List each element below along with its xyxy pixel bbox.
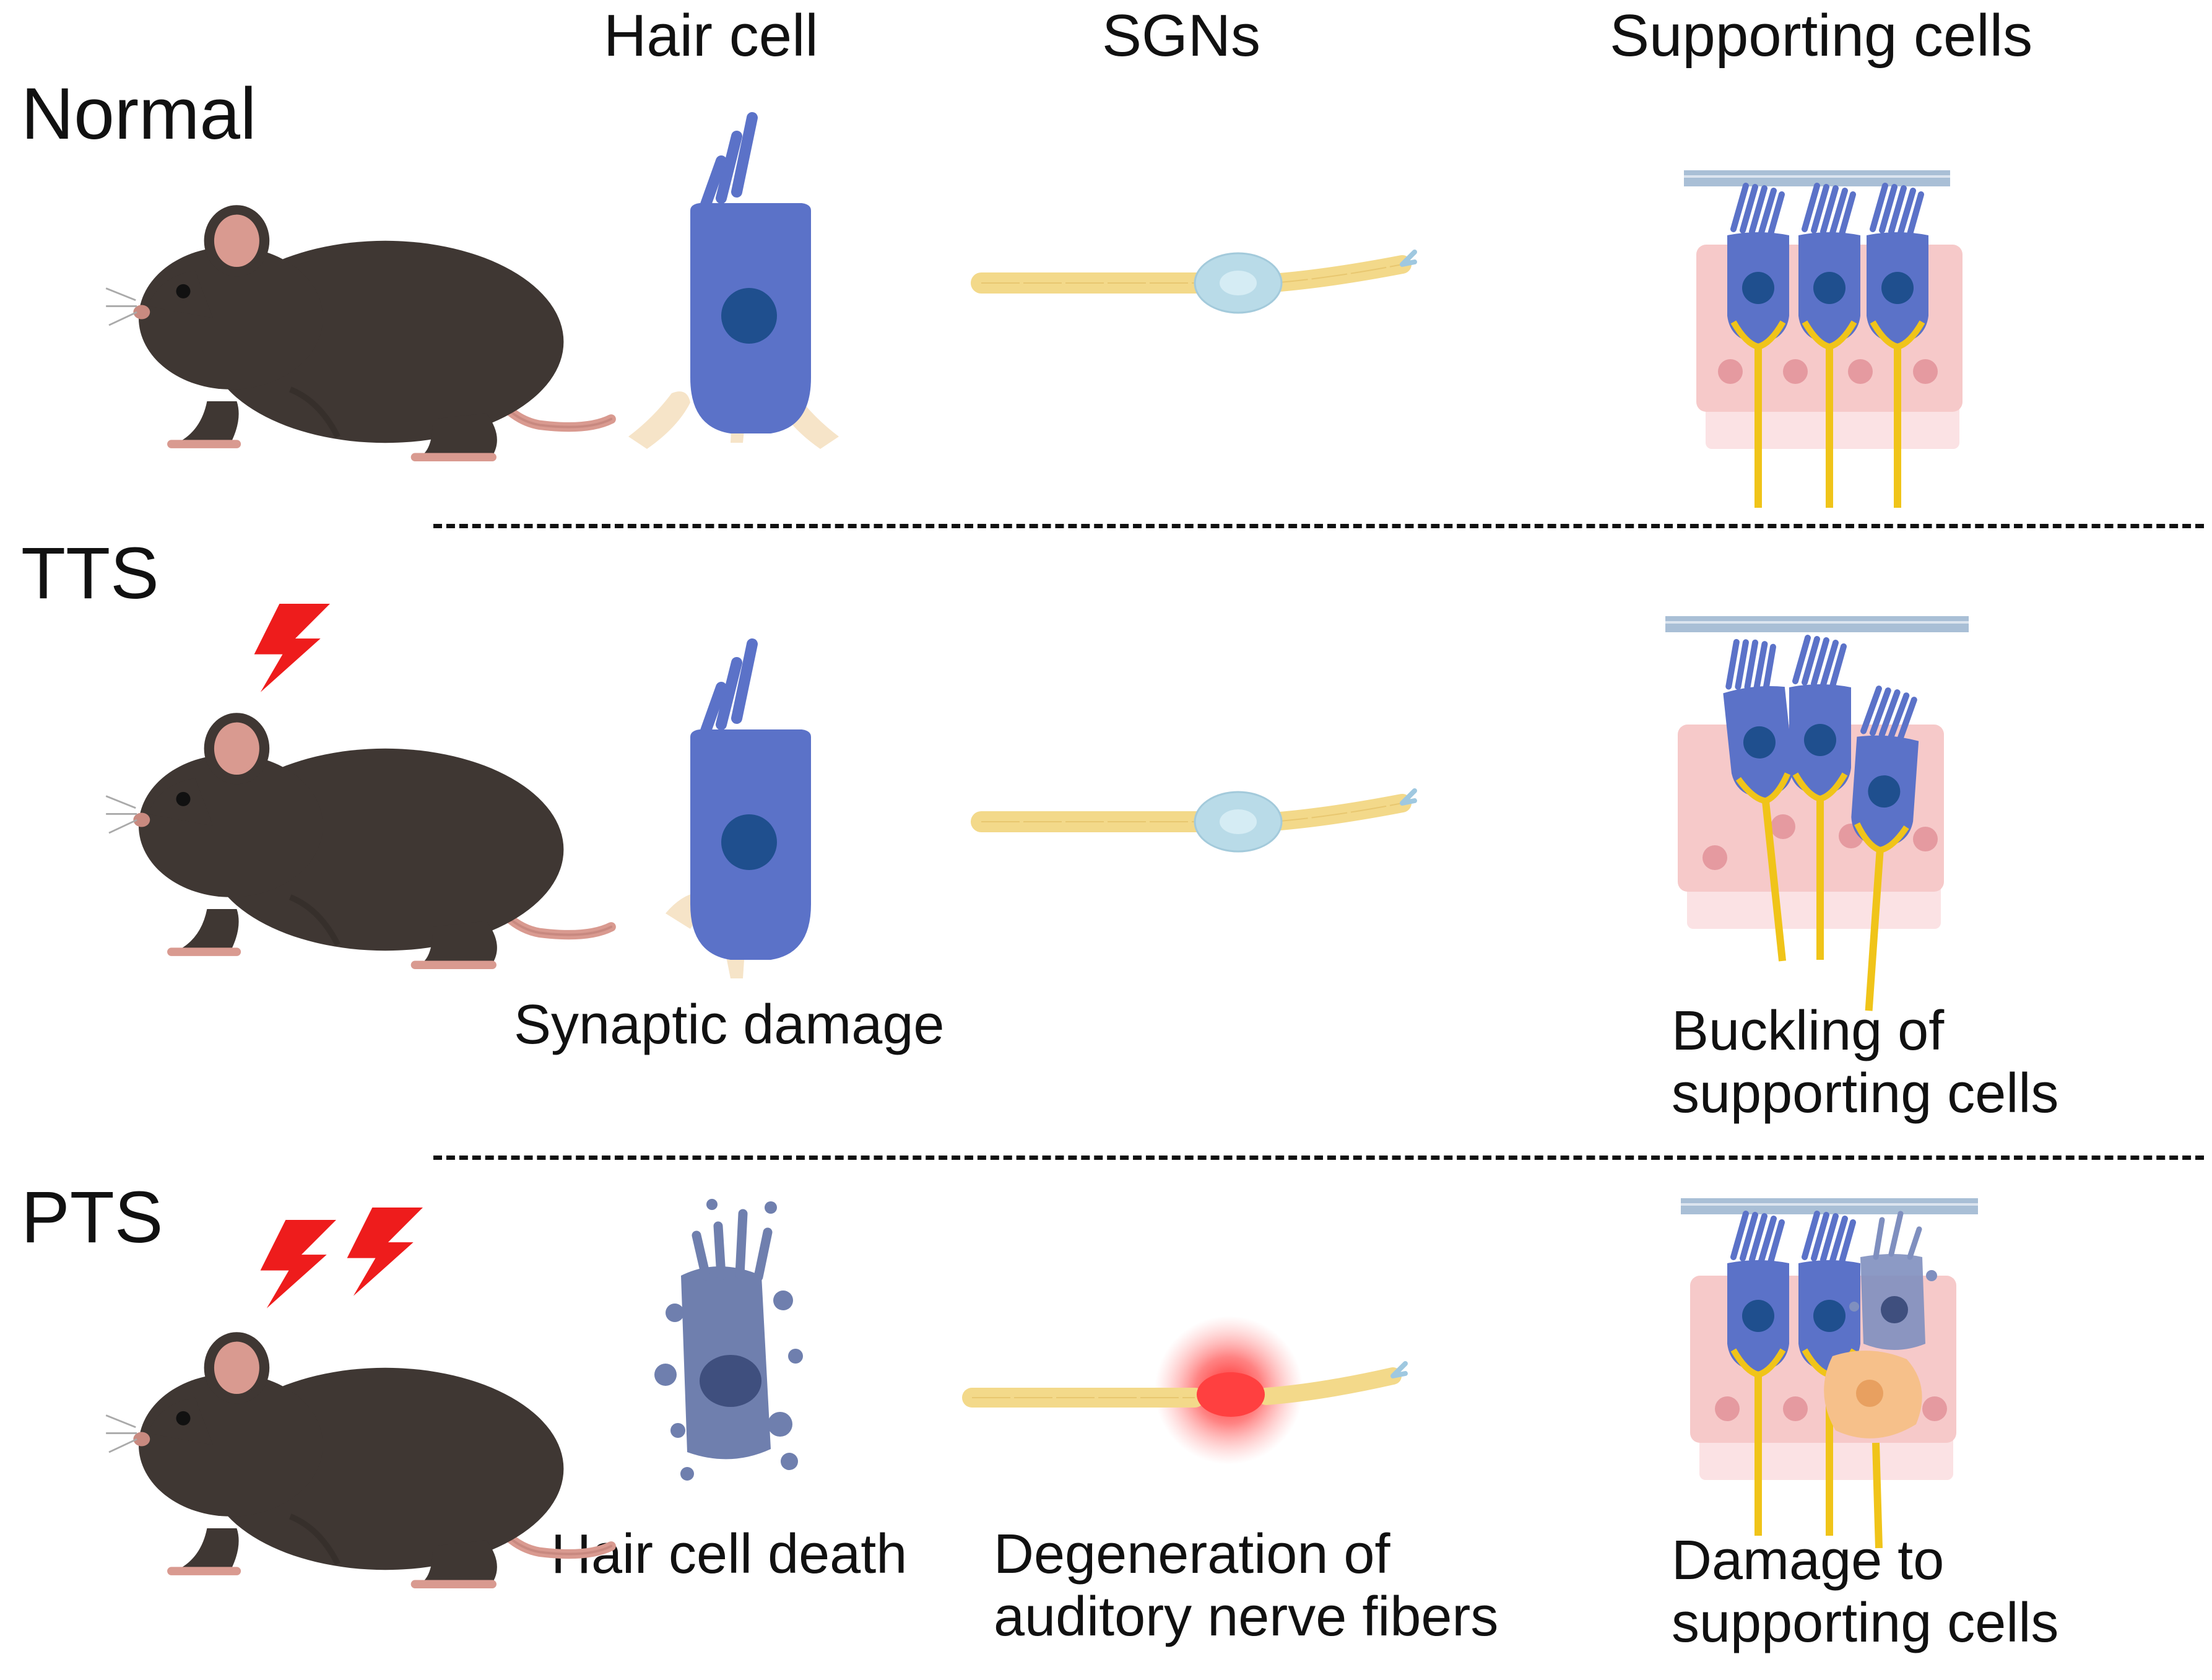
row-separator-1 [433, 524, 2204, 528]
column-header-hair-cell: Hair cell [604, 2, 818, 69]
caption-synaptic-damage: Synaptic damage [514, 994, 945, 1056]
mouse-icon-normal [106, 205, 611, 457]
hair-cell-icon-tts [666, 644, 811, 978]
neuron-icon-tts [981, 791, 1415, 851]
lightning-icon-pts-1 [260, 1220, 336, 1308]
caption-damage-to-supporting-cells: Damage to supporting cells [1672, 1530, 2059, 1654]
organ-of-corti-icon-normal [1684, 170, 1963, 508]
column-header-supporting-cells: Supporting cells [1610, 2, 2033, 69]
caption-buckling-of-supporting-cells: Buckling of supporting cells [1672, 1000, 2059, 1125]
lightning-icon-pts-2 [347, 1208, 423, 1296]
organ-of-corti-icon-tts [1665, 616, 1969, 1013]
degenerating-neuron-icon-pts [962, 1316, 1408, 1465]
mouse-icon-tts [106, 713, 611, 965]
column-header-sgns: SGNs [1102, 2, 1261, 69]
row-label-normal: Normal [21, 73, 257, 155]
row-label-pts: PTS [21, 1177, 163, 1258]
row-label-tts: TTS [21, 533, 159, 614]
mouse-icon-pts [106, 1332, 611, 1584]
caption-degeneration-of-auditory-nerve-fibers: Degeneration of auditory nerve fibers [994, 1523, 1499, 1648]
organ-of-corti-icon-pts [1681, 1198, 1978, 1549]
caption-hair-cell-death: Hair cell death [551, 1523, 908, 1585]
dead-hair-cell-icon-pts [654, 1199, 803, 1481]
hair-cell-icon-normal [628, 118, 839, 449]
neuron-icon-normal [981, 252, 1415, 313]
row-separator-2 [433, 1156, 2204, 1160]
lightning-icon-tts [254, 604, 330, 692]
